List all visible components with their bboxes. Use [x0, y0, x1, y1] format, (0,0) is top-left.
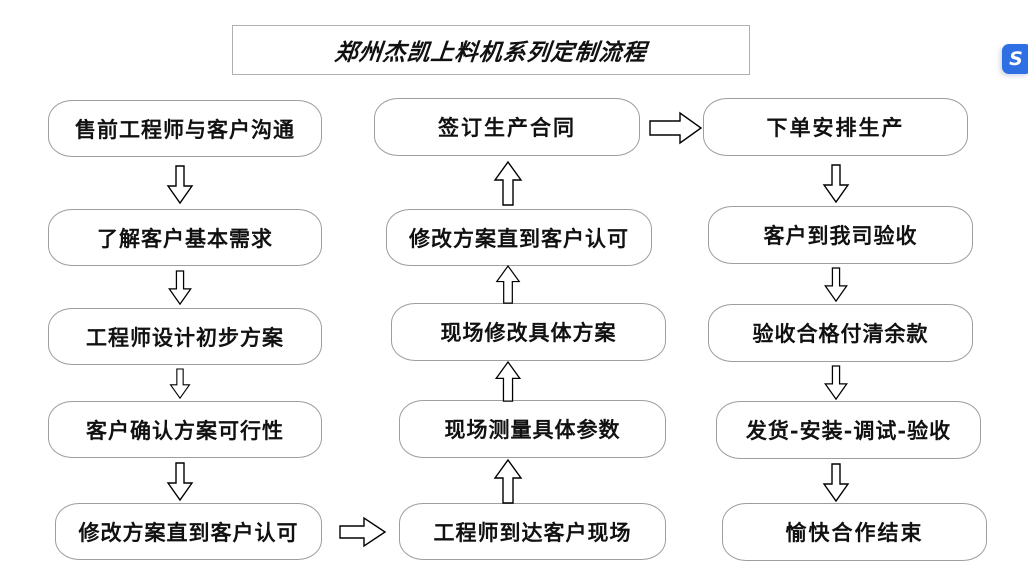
arrow-down-icon — [823, 267, 849, 303]
node-customer-inspection-at-our-company[interactable]: 客户到我司验收 — [708, 206, 973, 264]
node-label: 客户确认方案可行性 — [86, 417, 284, 443]
arrow-down-icon — [166, 165, 194, 205]
node-engineer-arrives-onsite[interactable]: 工程师到达客户现场 — [399, 503, 666, 560]
node-label: 售前工程师与客户沟通 — [75, 116, 295, 142]
node-happy-cooperation-end[interactable]: 愉快合作结束 — [722, 503, 987, 561]
node-onsite-measure-params[interactable]: 现场测量具体参数 — [399, 400, 666, 458]
node-label: 签订生产合同 — [438, 115, 576, 140]
arrow-right-icon — [649, 111, 703, 145]
node-understand-basic-needs[interactable]: 了解客户基本需求 — [48, 209, 322, 266]
watermark-badge: S — [1002, 44, 1028, 74]
node-label: 现场测量具体参数 — [444, 417, 621, 442]
node-label: 了解客户基本需求 — [97, 225, 273, 251]
arrow-up-icon — [493, 160, 523, 206]
node-label: 客户到我司验收 — [763, 223, 918, 248]
arrow-down-icon — [823, 365, 849, 401]
arrow-down-icon — [166, 462, 194, 502]
arrow-down-icon — [167, 368, 193, 400]
node-onsite-revise-plan[interactable]: 现场修改具体方案 — [391, 303, 666, 361]
node-presales-communication[interactable]: 售前工程师与客户沟通 — [48, 100, 322, 157]
node-label: 修改方案直到客户认可 — [78, 519, 299, 545]
node-label: 愉快合作结束 — [785, 520, 924, 545]
node-revise-until-approved-1[interactable]: 修改方案直到客户认可 — [55, 503, 322, 560]
arrow-up-icon — [493, 458, 523, 504]
arrow-up-icon — [494, 264, 522, 304]
node-revise-until-approved-2[interactable]: 修改方案直到客户认可 — [386, 209, 652, 266]
node-sign-production-contract[interactable]: 签订生产合同 — [374, 98, 640, 156]
arrow-right-icon — [339, 516, 387, 548]
node-label: 发货-安装-调试-验收 — [745, 418, 952, 443]
node-label: 工程师设计初步方案 — [86, 324, 284, 350]
arrow-down-icon — [822, 164, 850, 204]
page-title: 郑州杰凯上料机系列定制流程 — [333, 39, 649, 66]
node-label: 工程师到达客户现场 — [433, 519, 632, 545]
arrow-down-icon — [167, 270, 193, 306]
chart-title-box: 郑州杰凯上料机系列定制流程 — [232, 25, 750, 75]
node-label: 验收合格付清余款 — [752, 321, 929, 346]
node-pay-balance-after-acceptance[interactable]: 验收合格付清余款 — [708, 304, 973, 362]
arrow-down-icon — [822, 463, 850, 503]
brand-logo-icon: S — [1009, 47, 1023, 70]
node-place-order-arrange-production[interactable]: 下单安排生产 — [703, 98, 968, 156]
node-engineer-initial-plan[interactable]: 工程师设计初步方案 — [48, 308, 322, 365]
node-ship-install-debug-accept[interactable]: 发货-安装-调试-验收 — [716, 401, 981, 459]
node-label: 下单安排生产 — [766, 115, 905, 140]
arrow-up-icon — [494, 360, 522, 402]
node-label: 修改方案直到客户认可 — [409, 225, 629, 251]
node-customer-confirm-feasibility[interactable]: 客户确认方案可行性 — [48, 401, 322, 458]
node-label: 现场修改具体方案 — [440, 320, 617, 345]
